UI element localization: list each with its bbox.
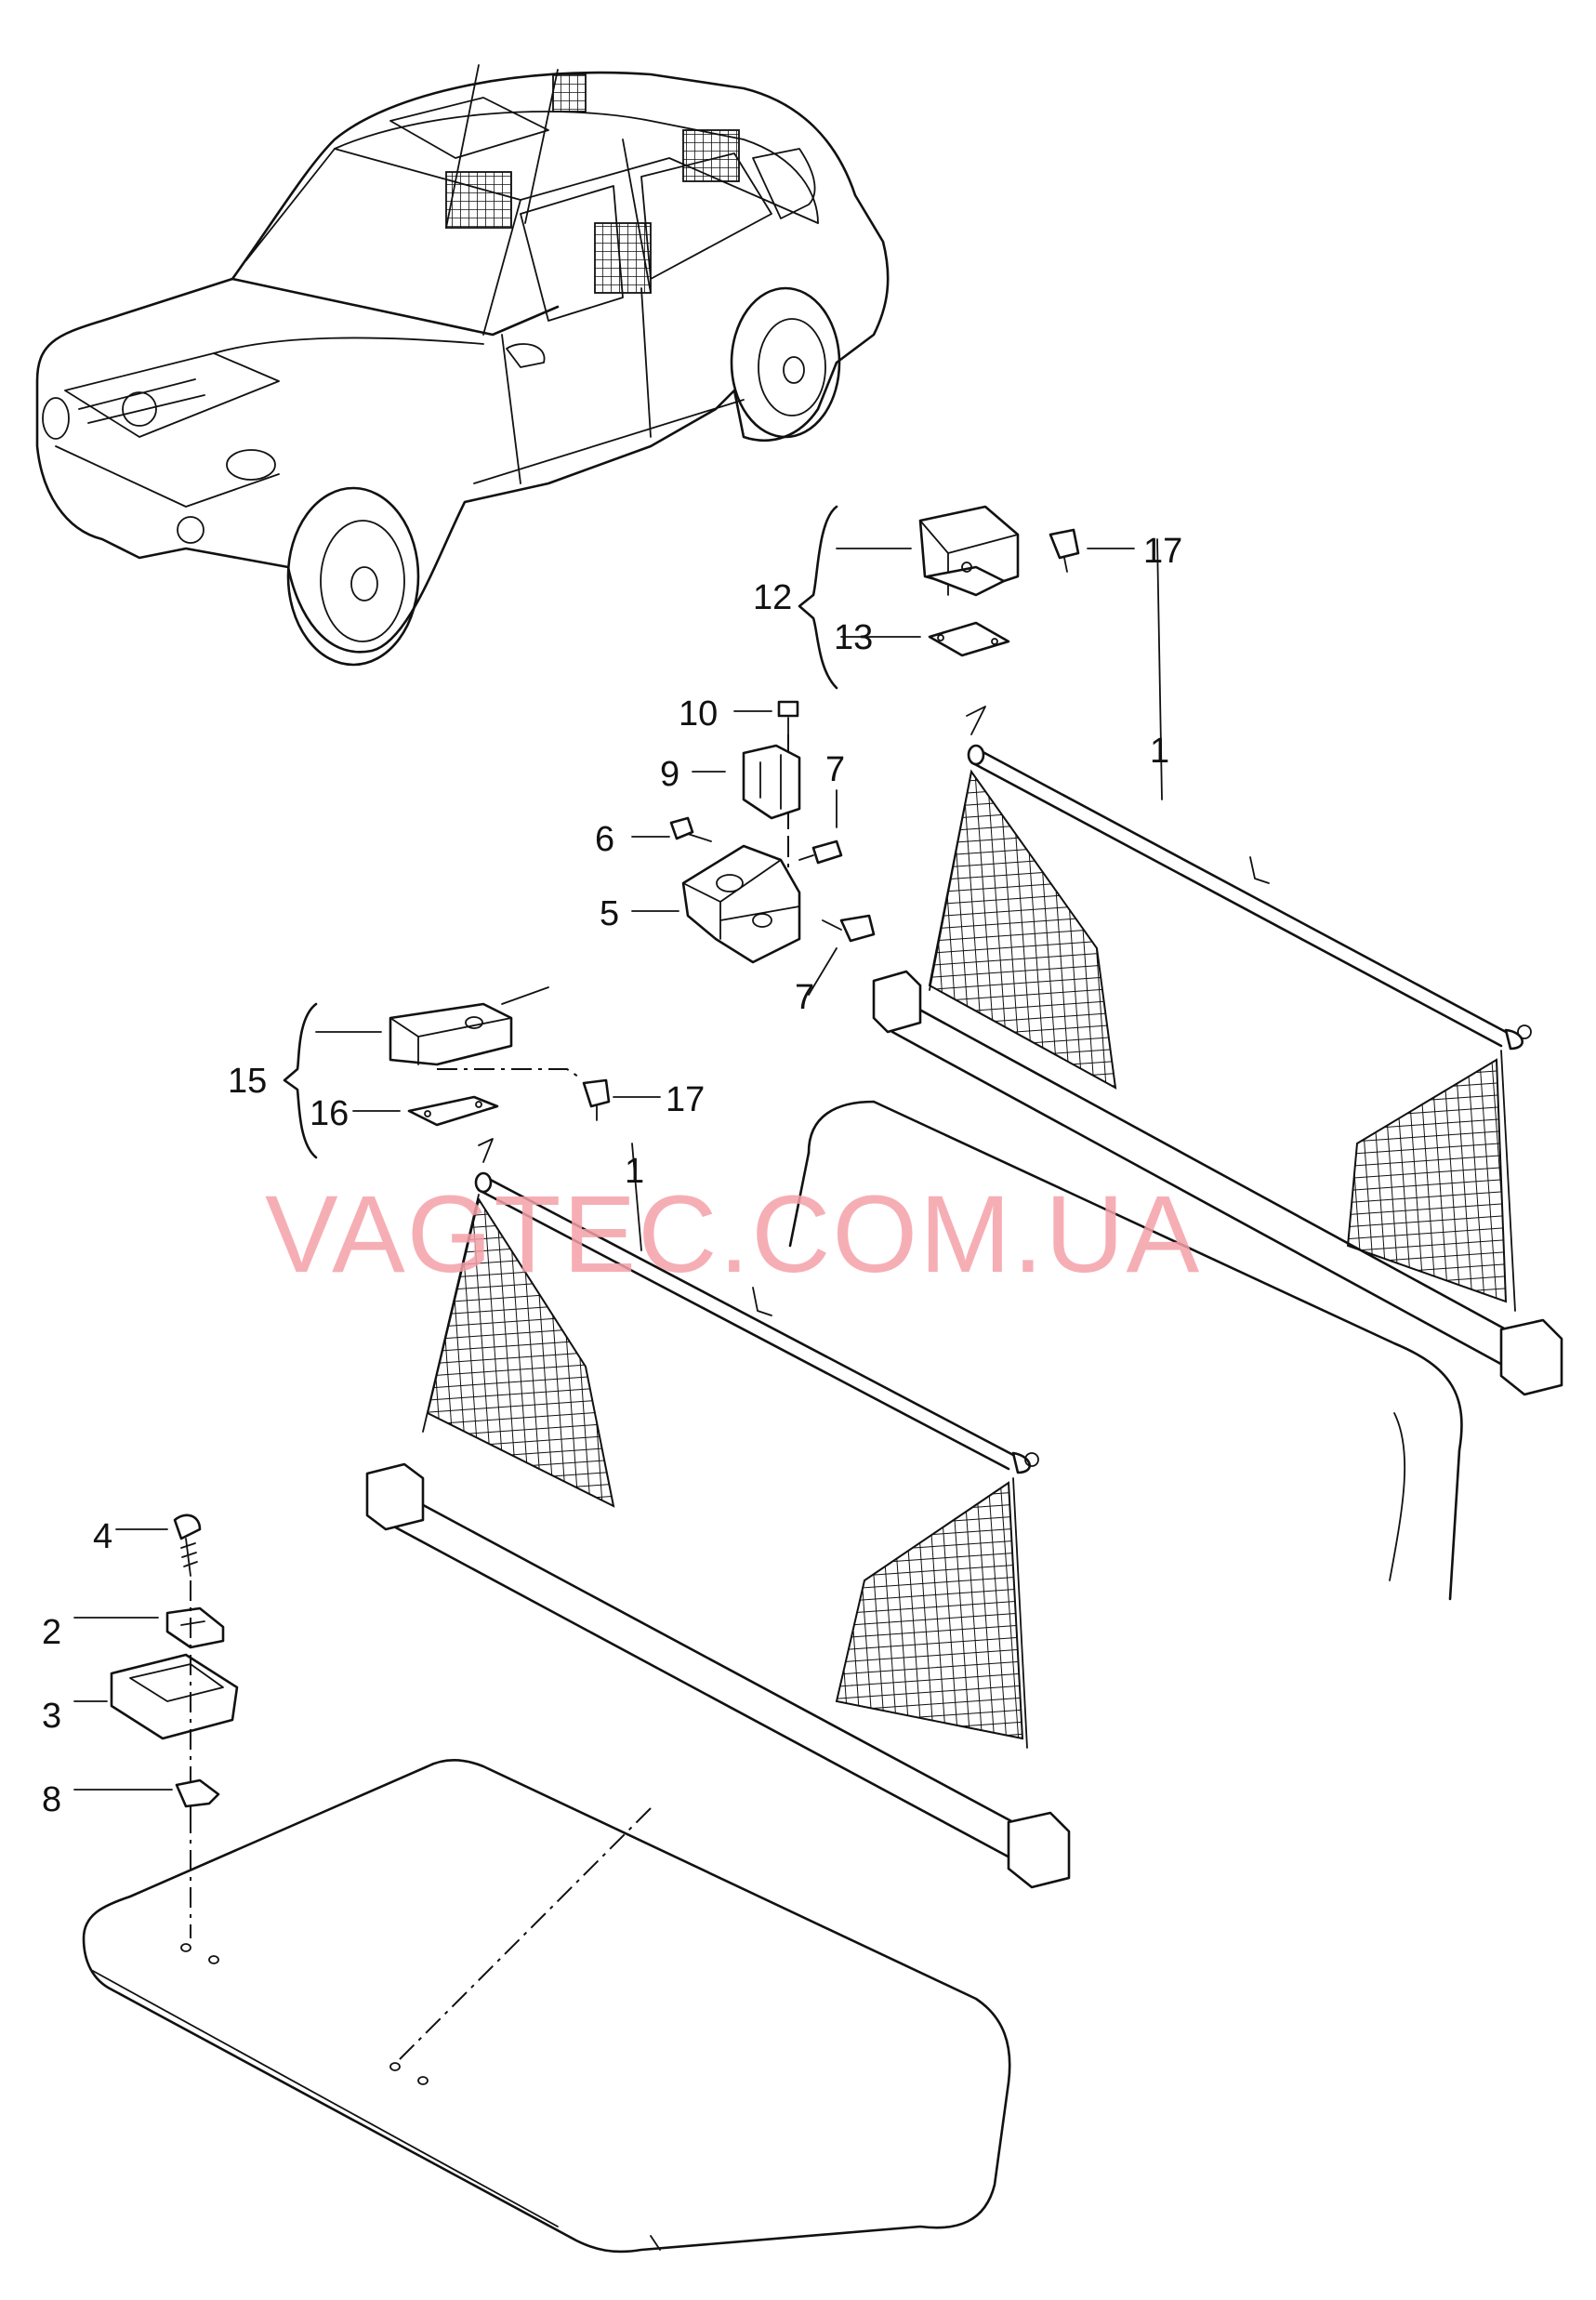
cover-plate-16 <box>352 1095 499 1127</box>
mounting-cover-assembly-12 <box>798 505 1020 690</box>
callout-4: 4 <box>93 1517 112 1556</box>
callout-10: 10 <box>679 694 718 734</box>
callout-15: 15 <box>228 1062 267 1101</box>
callout-1-upper: 1 <box>1150 732 1169 771</box>
callout-7-lower: 7 <box>795 978 814 1017</box>
seat-cushion <box>82 1758 1011 2254</box>
screw-17-lower <box>582 1078 661 1121</box>
callout-labels: 1 1 2 3 4 5 6 7 7 8 9 10 12 13 15 16 17 … <box>42 532 1182 1819</box>
callout-17-lower: 17 <box>666 1080 705 1119</box>
callout-12: 12 <box>753 578 792 617</box>
callout-8: 8 <box>42 1780 61 1819</box>
callout-3: 3 <box>42 1697 61 1736</box>
screw-17-upper <box>1049 528 1135 573</box>
seat-backrest <box>788 1100 1463 1601</box>
callout-16: 16 <box>310 1094 349 1133</box>
cover-plate-13 <box>840 621 1010 657</box>
partition-net-1-upper <box>872 538 1563 1396</box>
callout-7-upper: 7 <box>825 750 845 789</box>
partition-net-1-lower <box>365 1138 1071 1889</box>
callout-13: 13 <box>834 618 873 657</box>
callout-6: 6 <box>595 820 614 859</box>
mounting-assembly-15 <box>283 986 582 1159</box>
callout-1-lower: 1 <box>625 1152 644 1191</box>
callout-2: 2 <box>42 1613 61 1652</box>
callout-17-upper: 17 <box>1143 532 1182 571</box>
bracket-assembly <box>631 700 876 996</box>
watermark: VAGTEC.COM.UA <box>265 1173 1201 1296</box>
vehicle-illustration <box>35 64 890 667</box>
callout-5: 5 <box>600 894 619 933</box>
seat-anchor-parts <box>73 1514 239 1938</box>
callout-9: 9 <box>660 755 679 794</box>
